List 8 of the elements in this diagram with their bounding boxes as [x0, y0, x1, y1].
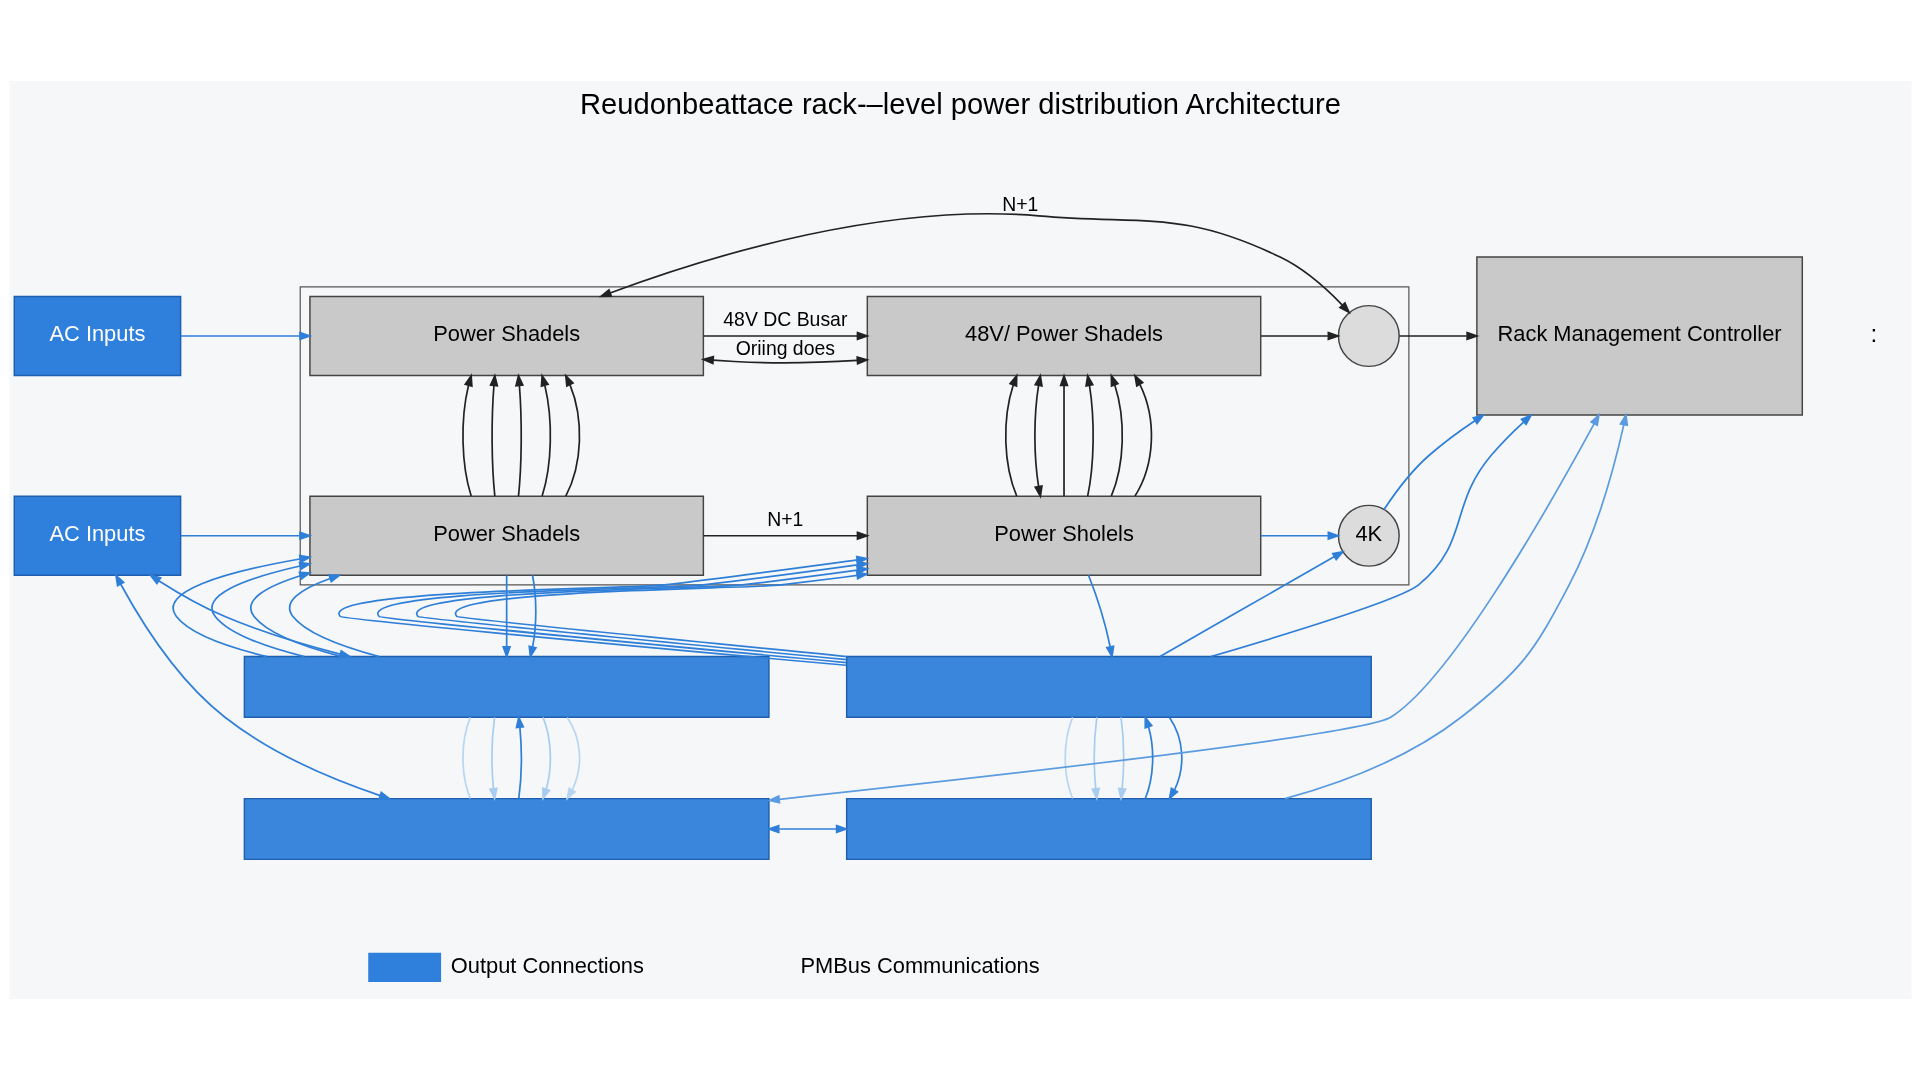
legend-label: Output Connections — [450, 952, 644, 978]
label: : — [1870, 320, 1877, 348]
edge-label: N+1 — [766, 507, 803, 530]
diagram-title: Reudonbeattace rack-–level power distribution Architecture — [579, 88, 1341, 121]
edge-label: N+1 — [1001, 192, 1038, 215]
edge-label: 48V DC Busar — [722, 308, 847, 331]
edge-label: Oriing does — [735, 337, 835, 360]
legend-label: PMBus Communications — [800, 952, 1040, 978]
